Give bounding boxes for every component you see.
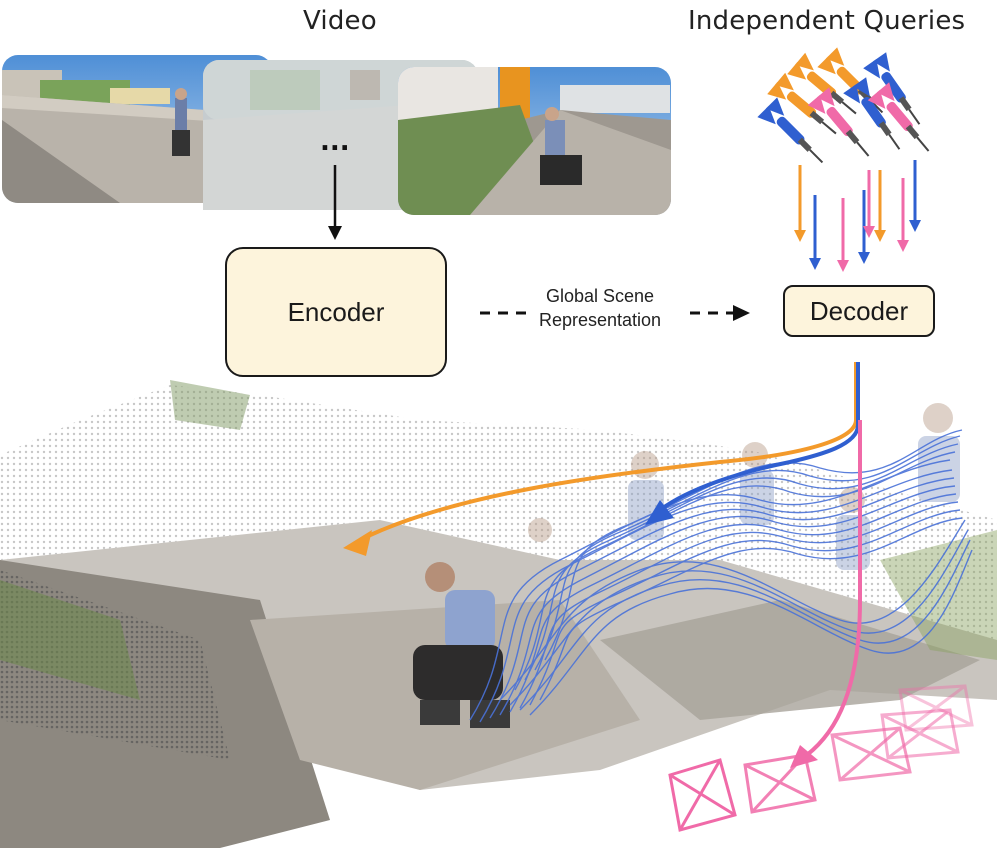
decoder-output-arrows xyxy=(343,362,862,768)
person-figure xyxy=(413,562,510,728)
video-frame-3 xyxy=(398,67,671,215)
video-title: Video xyxy=(303,6,377,36)
connector-line-1: Global Scene xyxy=(545,286,655,306)
camera-frustum-icon xyxy=(668,684,974,832)
queries-title: Independent Queries xyxy=(688,6,966,36)
global-scene-representation-label: Global Scene Representation xyxy=(510,284,690,332)
frames-ellipsis: ... xyxy=(320,127,350,157)
encoder-label: Encoder xyxy=(287,296,385,327)
decoder-block: Decoder xyxy=(783,285,935,337)
connector-line-2: Representation xyxy=(538,310,662,330)
encoder-block: Encoder xyxy=(225,247,447,377)
query-arrows xyxy=(794,160,921,272)
darts-icon xyxy=(757,47,930,164)
decoder-label: Decoder xyxy=(809,295,909,326)
